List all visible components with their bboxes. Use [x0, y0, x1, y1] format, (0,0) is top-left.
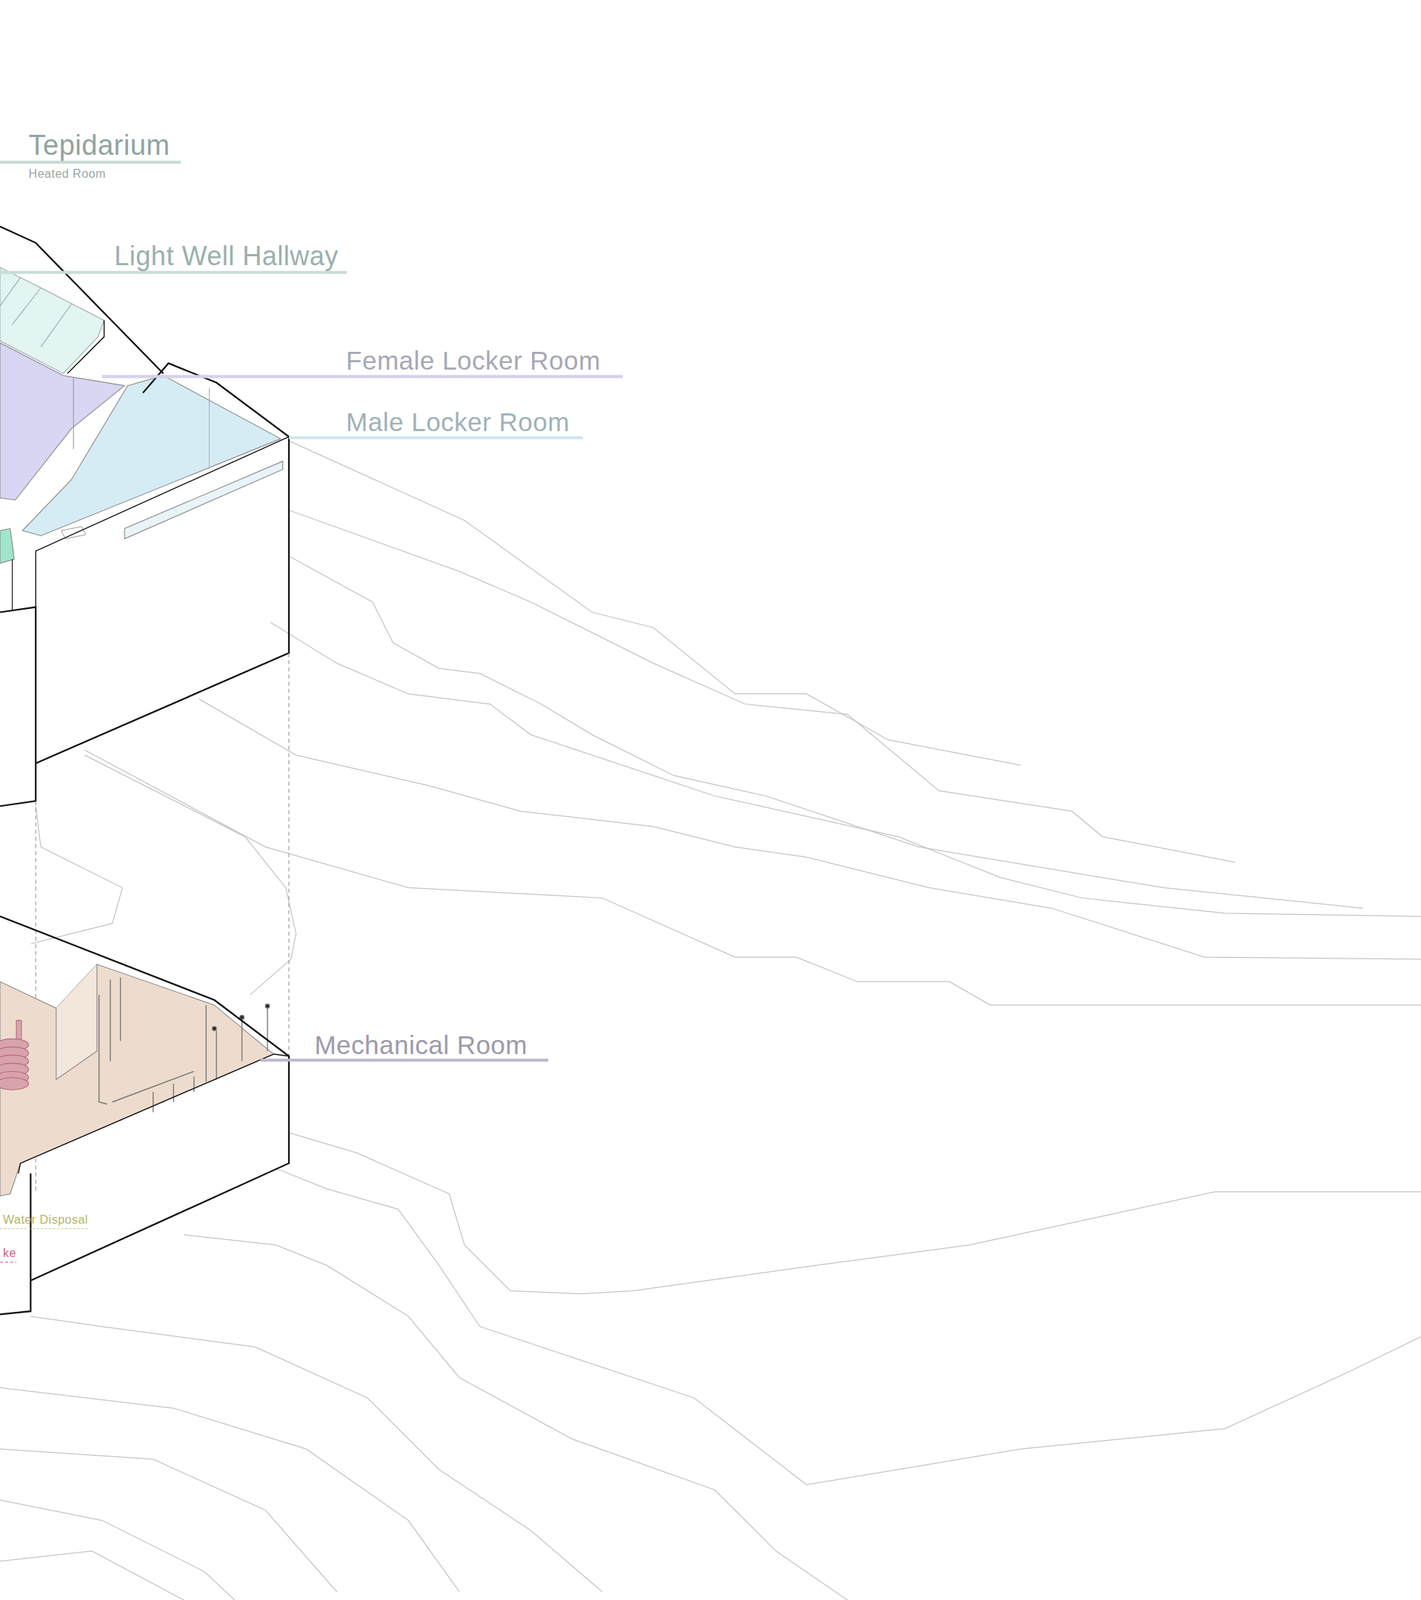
label-underline [0, 160, 181, 164]
label-underline [0, 271, 347, 275]
wall-edge [273, 1054, 289, 1057]
pipe [120, 977, 121, 1041]
contour-line [288, 510, 1236, 863]
contour-line [0, 1387, 460, 1593]
contour-line [288, 440, 1021, 766]
male-locker-room-floor [22, 375, 281, 536]
contour-line [288, 556, 1364, 909]
label-underlines [0, 162, 624, 1263]
pipe-end [212, 1026, 218, 1032]
pipe [152, 1092, 154, 1113]
wall-edge [11, 559, 13, 611]
mechanical-room-floor [0, 964, 274, 1197]
contour-line [0, 1500, 235, 1600]
wall-edge [0, 607, 36, 807]
label-underline [102, 374, 624, 378]
pipes [99, 977, 270, 1113]
lower-level [0, 916, 289, 1315]
partition-wall [73, 377, 75, 449]
contour-line [0, 1449, 338, 1593]
room-label: Mechanical Room [314, 1032, 528, 1058]
bench [61, 526, 86, 540]
tank-ring [0, 1077, 29, 1091]
room-label: ke [2, 1247, 17, 1260]
contour-line [270, 622, 1421, 917]
room-label: Heated Room [28, 168, 106, 181]
room-label: Female Locker Room [345, 347, 601, 374]
contour-line [275, 1168, 1421, 1485]
wall-edge [35, 437, 289, 608]
pipe [205, 1005, 207, 1082]
water-tank [0, 1020, 29, 1091]
glass-mullion [40, 304, 72, 348]
contour-line [84, 754, 296, 995]
partition-wall [208, 387, 210, 469]
contour-line [288, 1132, 1421, 1295]
pipe [99, 994, 108, 1104]
room-label: Water Disposal [2, 1214, 89, 1227]
contour-line [30, 1316, 603, 1593]
pipe [109, 979, 111, 1061]
building-outline [0, 916, 289, 1315]
label-underline [0, 1261, 17, 1263]
room-label: Tepidarium [28, 131, 171, 160]
wall-edge [35, 363, 289, 764]
building-outline [0, 226, 289, 807]
contour-line [199, 699, 1421, 960]
pipe [173, 1083, 175, 1103]
pipe [215, 1030, 217, 1080]
pipe-end [265, 1004, 270, 1010]
contour-line [183, 1235, 848, 1600]
pipe [241, 1020, 243, 1062]
label-underline [288, 436, 584, 440]
label-underline [260, 1058, 549, 1062]
contour-line [30, 806, 123, 944]
glass-mullion [0, 277, 21, 307]
wall-edge [0, 1173, 31, 1315]
label-underline [0, 1228, 88, 1230]
room-label: Light Well Hallway [114, 243, 338, 270]
room-label: Male Locker Room [345, 408, 570, 435]
contour-line [84, 750, 1421, 1006]
terrain-contours [0, 440, 1421, 1600]
adjacent-room-floor [0, 528, 15, 564]
upper-level [0, 226, 289, 807]
contour-line [0, 1551, 184, 1600]
roof-edge [67, 320, 105, 375]
wall-edge [18, 1054, 274, 1174]
wall-edge [0, 916, 289, 1281]
glass-mullion [12, 287, 42, 325]
pipe [266, 1008, 268, 1052]
dashed-guide [288, 653, 289, 1057]
pipe [193, 1076, 195, 1093]
interior-wall [56, 964, 98, 1081]
